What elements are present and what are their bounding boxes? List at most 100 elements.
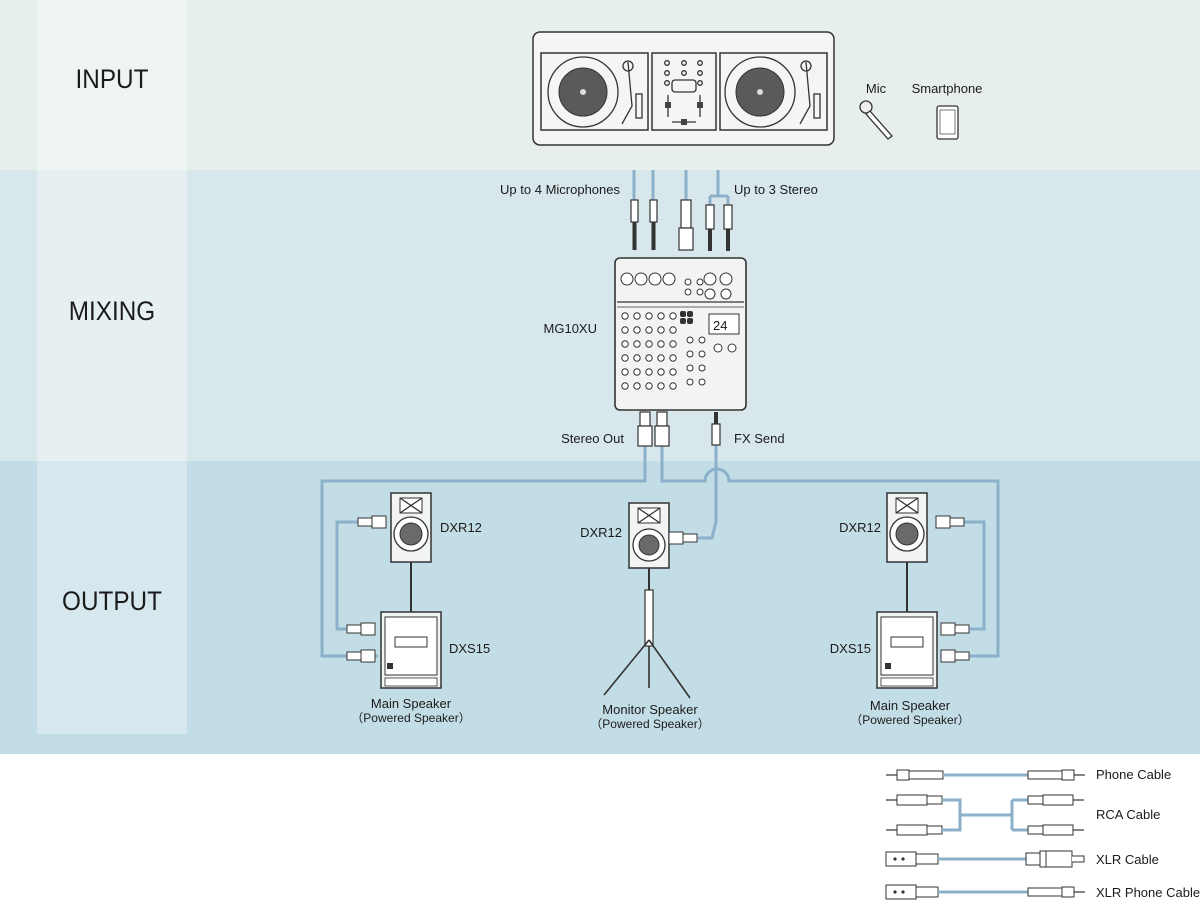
input-connectors (630, 199, 733, 251)
mixer-knob (657, 354, 665, 362)
mixer-knob (720, 288, 732, 300)
mixer-knob (621, 340, 629, 348)
mixer-knob (698, 364, 706, 372)
mixer-knob (657, 382, 665, 390)
mixer-knob (686, 364, 694, 372)
mixer-knob (648, 272, 662, 286)
mixer-knob (704, 288, 716, 300)
legend-label-3: XLR Phone Cable (1096, 885, 1200, 900)
mixer-knob (686, 350, 694, 358)
mixer-knob (657, 340, 665, 348)
mixer-knob (669, 340, 677, 348)
stereo-inputs-label: Up to 3 Stereo (734, 182, 818, 197)
left-caption-line1: Main Speaker (371, 696, 452, 711)
left-top-model-label: DXR12 (440, 520, 482, 535)
mixer-knob (662, 272, 676, 286)
xlr-cable-icon (885, 850, 1085, 868)
mixer-output-connectors (637, 411, 721, 447)
monitor-speaker (603, 502, 698, 699)
fx-send-label: FX Send (734, 431, 785, 446)
mixer-knob (669, 312, 677, 320)
mic-label: Mic (866, 81, 887, 96)
right-caption-line1: Main Speaker (870, 698, 951, 713)
right-top-model-label: DXR12 (839, 520, 881, 535)
mixer-knob (669, 382, 677, 390)
mixer-knob (727, 343, 737, 353)
section-label-mixing: MIXING (68, 296, 156, 326)
stereo-out-label: Stereo Out (561, 431, 624, 446)
mixer-knob (621, 382, 629, 390)
mixer-knob (621, 354, 629, 362)
monitor-caption-line2: （Powered Speaker） (590, 717, 709, 731)
microphone-icon (859, 100, 893, 140)
mixer-knob (633, 312, 641, 320)
mixer-knob (634, 272, 648, 286)
smartphone-label: Smartphone (912, 81, 983, 96)
mixer-knob (633, 354, 641, 362)
mixer-knob (621, 368, 629, 376)
phone-cable-icon (886, 769, 1085, 781)
rca-cable-icon (886, 794, 1084, 836)
mixer-knob (703, 272, 717, 286)
mixer-knob (696, 278, 704, 286)
mixer-knob (684, 288, 692, 296)
section-label-output: OUTPUT (62, 586, 162, 616)
left-caption-line2: （Powered Speaker） (351, 711, 470, 725)
mixer-device: 24 (614, 257, 747, 411)
mixer-knob (657, 312, 665, 320)
mixer-knob (620, 272, 634, 286)
monitor-model-label: DXR12 (580, 525, 622, 540)
section-label-input: INPUT (75, 64, 149, 94)
legend: Phone Cable RCA Cable (885, 767, 1200, 900)
mixer-knob (633, 368, 641, 376)
mixer-knob (696, 288, 704, 296)
left-sub-model-label: DXS15 (449, 641, 490, 656)
monitor-caption-line1: Monitor Speaker (602, 702, 698, 717)
mixer-knob (698, 336, 706, 344)
output-band (0, 461, 1200, 754)
xlr-phone-cable-icon (885, 884, 1085, 900)
stereo-cable (708, 170, 730, 205)
mixer-knob (686, 378, 694, 386)
mixer-model-label: MG10XU (544, 321, 597, 336)
input-label-column (37, 0, 187, 170)
mixer-knob (669, 368, 677, 376)
mixer-knob (669, 326, 677, 334)
legend-label-2: XLR Cable (1096, 852, 1159, 867)
mixer-knob (645, 340, 653, 348)
mixer-knob (657, 368, 665, 376)
mixer-knob (645, 312, 653, 320)
legend-label-0: Phone Cable (1096, 767, 1171, 782)
mixing-label-column (37, 170, 187, 461)
mixer-knob (633, 382, 641, 390)
stereo-out-left-cable (320, 445, 647, 658)
smartphone-icon (936, 105, 959, 140)
mixer-knob (657, 326, 665, 334)
left-link-cable (335, 520, 360, 631)
right-sub-model-label: DXS15 (830, 641, 871, 656)
mixer-knob (621, 326, 629, 334)
mixer-knob (698, 350, 706, 358)
mixer-knob (633, 340, 641, 348)
mixer-knob (719, 272, 733, 286)
mixer-display: 24 (713, 318, 727, 333)
right-link-cable (962, 520, 986, 631)
fx-send-cable (698, 445, 718, 540)
left-main-speaker (346, 492, 442, 689)
mixer-knob (684, 278, 692, 286)
mixer-knob (645, 354, 653, 362)
dj-controller (532, 31, 835, 146)
mixer-knob (621, 312, 629, 320)
cables (320, 170, 1000, 658)
mixer-knob (686, 336, 694, 344)
mixer-knob (645, 382, 653, 390)
mixer-knob (713, 343, 723, 353)
mixer-knob (633, 326, 641, 334)
mixer-knob (698, 378, 706, 386)
mixer-knob (669, 354, 677, 362)
stereo-out-right-cable (660, 445, 1000, 658)
right-caption-line2: （Powered Speaker） (850, 713, 969, 727)
mixer-knob (645, 326, 653, 334)
output-label-column (37, 461, 187, 734)
mixing-band (0, 170, 1200, 461)
